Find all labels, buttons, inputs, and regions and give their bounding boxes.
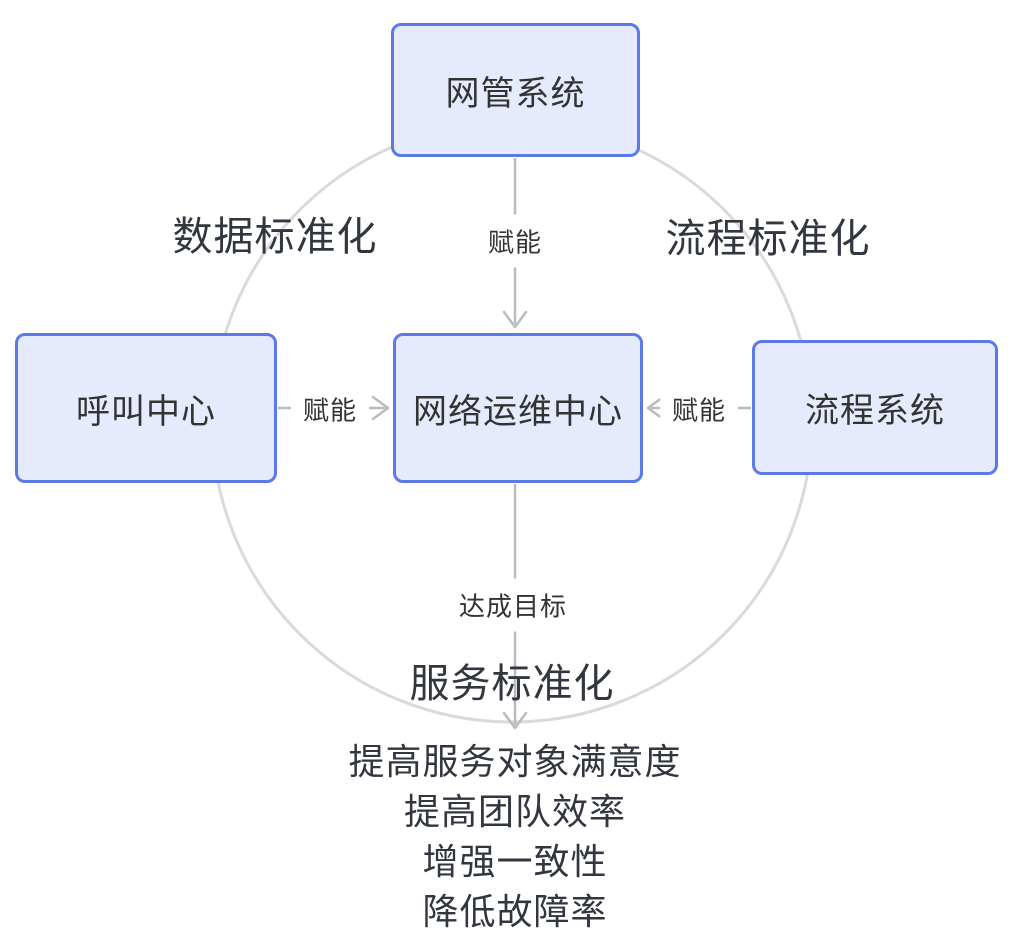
goal-line: 提高团队效率 xyxy=(403,791,627,832)
edge-label-empower-top: 赋能 xyxy=(475,214,555,268)
goal-line: 提高服务对象满意度 xyxy=(348,741,682,782)
node-process-system: 流程系统 xyxy=(752,340,998,475)
node-label: 流程系统 xyxy=(805,392,945,430)
node-network-management-system: 网管系统 xyxy=(391,23,640,157)
node-call-center: 呼叫中心 xyxy=(15,333,277,483)
circle-label-data-standardization: 数据标准化 xyxy=(172,215,378,259)
edge-label-empower-left: 赋能 xyxy=(290,382,370,436)
edge-label-achieve-goal: 达成目标 xyxy=(446,578,580,632)
goal-line: 降低故障率 xyxy=(422,891,608,932)
node-label: 网管系统 xyxy=(445,74,586,113)
node-network-operations-center: 网络运维中心 xyxy=(393,333,643,483)
goal-line: 增强一致性 xyxy=(422,841,608,882)
edge-label-empower-right: 赋能 xyxy=(659,382,739,436)
arrowhead-down-icon xyxy=(502,711,528,730)
arrowhead-right-icon xyxy=(371,395,390,421)
circle-label-process-standardization: 流程标准化 xyxy=(665,217,871,261)
node-label: 网络运维中心 xyxy=(413,392,623,431)
circle-label-service-standardization: 服务标准化 xyxy=(409,662,615,706)
arrowhead-left-icon xyxy=(646,395,665,421)
arrowhead-down-icon xyxy=(502,310,528,329)
node-label: 呼叫中心 xyxy=(76,392,216,431)
node-goals: 提高服务对象满意度 提高团队效率 增强一致性 降低故障率 xyxy=(348,737,681,937)
